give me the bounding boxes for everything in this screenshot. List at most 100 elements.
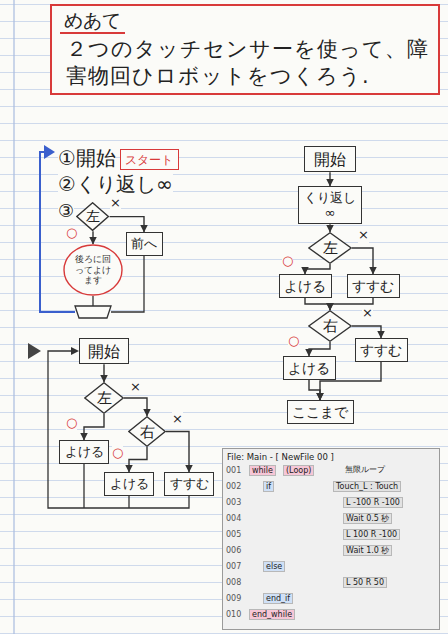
start-box: 開始 [79,338,129,364]
line-number: 008 [226,578,241,587]
diamond-shape [309,233,351,263]
process-box: よける [59,440,109,464]
program-command: L -100 R -100 [343,497,403,508]
flow-arrow [124,398,147,416]
flow-arrow [352,326,381,338]
flow-arrow [129,447,147,472]
flow-arrow [309,380,320,400]
no-mark: × [110,196,121,211]
loop-box: くり返し∞ [298,186,362,224]
node-text: 開始 [88,342,120,361]
node-text: File: Main - [ NewFile 00 ] [227,452,334,462]
program-command: L 100 R -100 [343,529,400,540]
text-wrap: すすむ [360,342,402,359]
yes-mark: ○ [66,226,77,241]
program-command: 無限ループ [343,465,387,474]
node-text: 左 [323,239,338,257]
node-text: すすむ [170,476,209,492]
node-text: すすむ [352,278,394,295]
program-command: (Loop) [283,465,314,476]
text-wrap: 右 [323,317,338,335]
text-wrap: 左 [86,208,100,225]
step-label: ②くり返し∞ [58,173,173,196]
flow-arrow [329,172,330,186]
node-text: すすむ [360,342,402,359]
flow-arrow [352,248,373,274]
line-number: 004 [226,514,241,523]
program-command: L 50 R 50 [343,577,387,588]
text-wrap: 右 [140,423,155,441]
program-command: if [263,481,274,492]
node-text: よける [65,444,104,460]
flow-arrow [110,217,144,232]
flow-arrow [309,342,330,356]
end-box: ここまで [287,400,354,424]
line-number: 006 [226,546,241,555]
node-text: 開始 [314,150,346,169]
process-box: よける [104,472,154,496]
decision-diamond: 右 [308,310,352,342]
diamond-shape [129,417,165,446]
decision-diamond: 右 [128,416,166,447]
loop-arrowhead [71,347,79,355]
flow-arrow [166,432,189,473]
line-number: 005 [226,530,241,539]
text-wrap: よける [110,476,149,492]
text-wrap: よける [65,444,104,460]
loop-end-shape [75,306,111,318]
no-mark: × [358,228,369,243]
program-command: Wait 0.5 秒 [343,513,392,524]
text-wrap: 前へ [131,236,157,252]
node-text: めあて [60,9,125,34]
step-label: ③ [58,201,74,222]
no-mark: × [362,306,373,321]
start-marker [28,343,41,359]
cloud-shape [64,245,122,295]
start-tag: スタート [120,149,179,170]
yes-mark: ○ [282,254,293,269]
process-box: すすむ [355,338,408,362]
goal-box: めあて２つのタッチセンサーを使って、障害物回ひロボットをつくろう. [50,4,440,95]
node-text: よける [284,278,326,295]
line-number: 009 [226,594,241,603]
node-text: 右 [323,317,338,335]
flow-arrow [305,298,330,310]
flow-arrow [305,264,330,274]
text-wrap: すすむ [352,278,394,295]
flow-arrow [84,414,104,440]
decision-diamond: 左 [84,382,124,414]
node-text: 後ろに回ってよけます [73,254,113,286]
node-text: よける [288,360,330,377]
node-text: 前へ [131,236,157,252]
line-number: 003 [226,498,241,507]
loop-arrowhead [44,145,55,159]
line-number: 001 [226,466,241,475]
text-wrap: めあて２つのタッチセンサーを使って、障害物回ひロボットをつくろう. [60,9,430,90]
program-command: end_if [263,593,293,604]
line-number: 007 [226,562,241,571]
diamond-shape [85,383,123,413]
process-box: すすむ [164,472,214,496]
text-wrap: 左 [97,389,112,407]
text-wrap: スタート [125,153,173,167]
decision-diamond: 左 [308,232,352,264]
yes-mark: ○ [288,334,299,349]
text-wrap: くり返し∞ [303,190,358,221]
node-text: 左 [86,208,100,225]
cloud-note: 後ろに回ってよけます [63,244,123,296]
margin-line [13,0,14,634]
no-mark: × [172,412,183,427]
flow-arrow [329,224,330,232]
yes-mark: ○ [112,446,123,461]
text-wrap: 左 [323,239,338,257]
node-text: 左 [97,389,112,407]
program-command: end_while [249,609,295,620]
flow-arrow [103,364,104,382]
text-wrap: すすむ [170,476,209,492]
step-label: ①開始 [58,147,116,170]
node-text: 右 [140,423,155,441]
process-box: よける [279,274,332,298]
decision-diamond: 左 [76,202,109,231]
program-command: else [263,561,285,572]
